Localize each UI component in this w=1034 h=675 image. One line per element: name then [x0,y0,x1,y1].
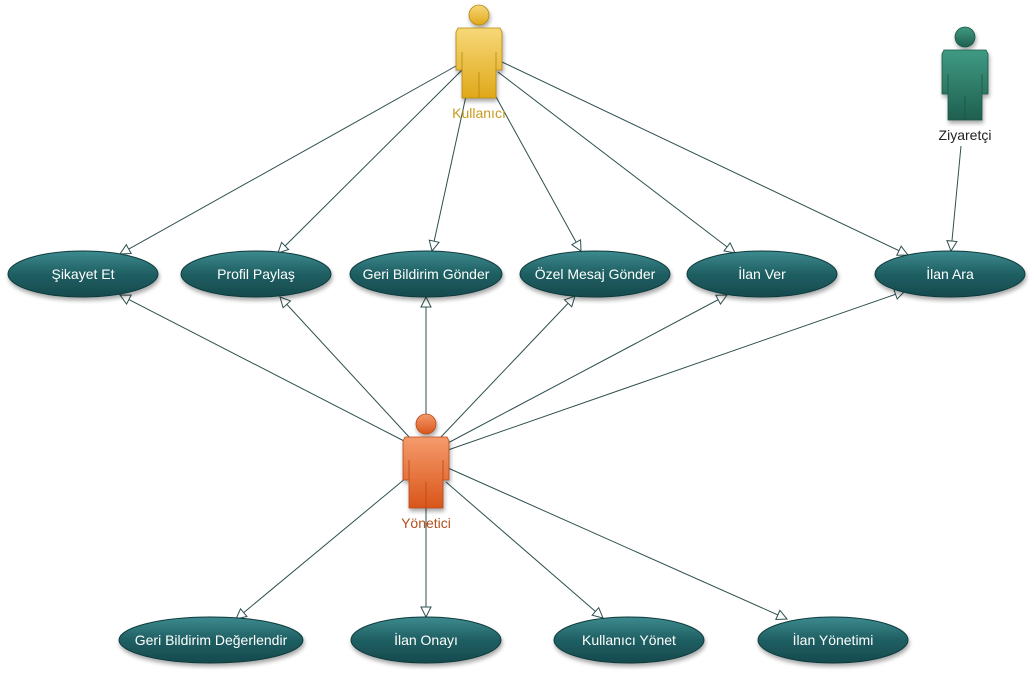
edge-yonetici-ozel-mesaj [439,296,575,439]
use-case-kullanici-yonet[interactable]: Kullanıcı Yönet [553,616,705,664]
use-case-ellipse [686,250,838,298]
edge-yonetici-kullanici-yonet [445,481,603,618]
use-case-label: Profil Paylaş [217,266,295,282]
edge-yonetici-ilan-ver [445,295,727,445]
edges [120,61,962,619]
use-case-label: İlan Ara [926,265,974,282]
use-case-ozel-mesaj-gonder[interactable]: Özel Mesaj Gönder [519,250,671,298]
yonetici-label: Yönetici [401,515,451,531]
use-case-ellipse [349,250,503,298]
use-case-label: Geri Bildirim Değerlendir [135,632,288,648]
use-case-ellipse [350,616,502,664]
edge-kullanici-profil-paylas [278,69,463,253]
edge-kullanici-ilan-ara [501,61,908,255]
use-case-label: Özel Mesaj Gönder [535,265,656,282]
use-case-label: İlan Yönetimi [793,631,874,648]
use-case-ellipse [757,616,909,664]
actor-kullanici[interactable]: Kullanıcı [452,4,506,121]
edge-kullanici-ozel-mesaj [489,85,581,251]
use-case-ilan-ara[interactable]: İlan Ara [874,250,1026,298]
use-case-label: İlan Onayı [394,631,458,648]
edge-yonetici-profil-paylas [280,297,411,439]
use-case-ellipse [553,616,705,664]
kullanici-figure-icon [455,4,503,99]
use-case-ilan-yonetimi[interactable]: İlan Yönetimi [757,616,909,664]
use-case-ellipse [519,250,671,298]
use-case-ilan-onayi[interactable]: İlan Onayı [350,616,502,664]
yonetici-figure-icon [402,413,450,509]
use-case-label: Kullanıcı Yönet [582,632,676,648]
use-case-ellipse [180,250,332,298]
ziyaretci-label: Ziyaretçi [939,127,992,143]
actor-yonetici[interactable]: Yönetici [401,413,451,531]
use-case-label: Şikayet Et [51,266,114,282]
edge-yonetici-sikayet-et [120,295,407,443]
edge-kullanici-ilan-ver [497,71,735,253]
use-case-ellipse [118,616,304,664]
use-case-profil-paylas[interactable]: Profil Paylaş [180,250,332,298]
actor-ziyaretci[interactable]: Ziyaretçi [939,26,992,143]
use-case-sikayet-et[interactable]: Şikayet Et [7,250,159,298]
edge-yonetici-ilan-yonetimi [447,467,787,619]
ziyaretci-figure-icon [941,26,989,121]
edge-yonetici-ilan-ara [447,291,905,451]
edge-ziyaretci-ilan-ara [951,145,962,251]
kullanici-label: Kullanıcı [452,105,506,121]
use-case-geri-bildirim-degerlendir[interactable]: Geri Bildirim Değerlendir [118,616,304,664]
use-case-ilan-ver[interactable]: İlan Ver [686,250,838,298]
use-case-ellipse [7,250,159,298]
use-case-geri-bildirim-gonder[interactable]: Geri Bildirim Gönder [349,250,503,298]
edge-yonetici-gb-degerlendir [236,477,407,619]
use-case-label: İlan Ver [738,265,786,282]
use-case-label: Geri Bildirim Gönder [363,266,490,282]
edge-kullanici-sikayet-et [120,65,457,254]
use-case-ellipse [874,250,1026,298]
edge-kullanici-geri-bildirim [432,95,467,251]
